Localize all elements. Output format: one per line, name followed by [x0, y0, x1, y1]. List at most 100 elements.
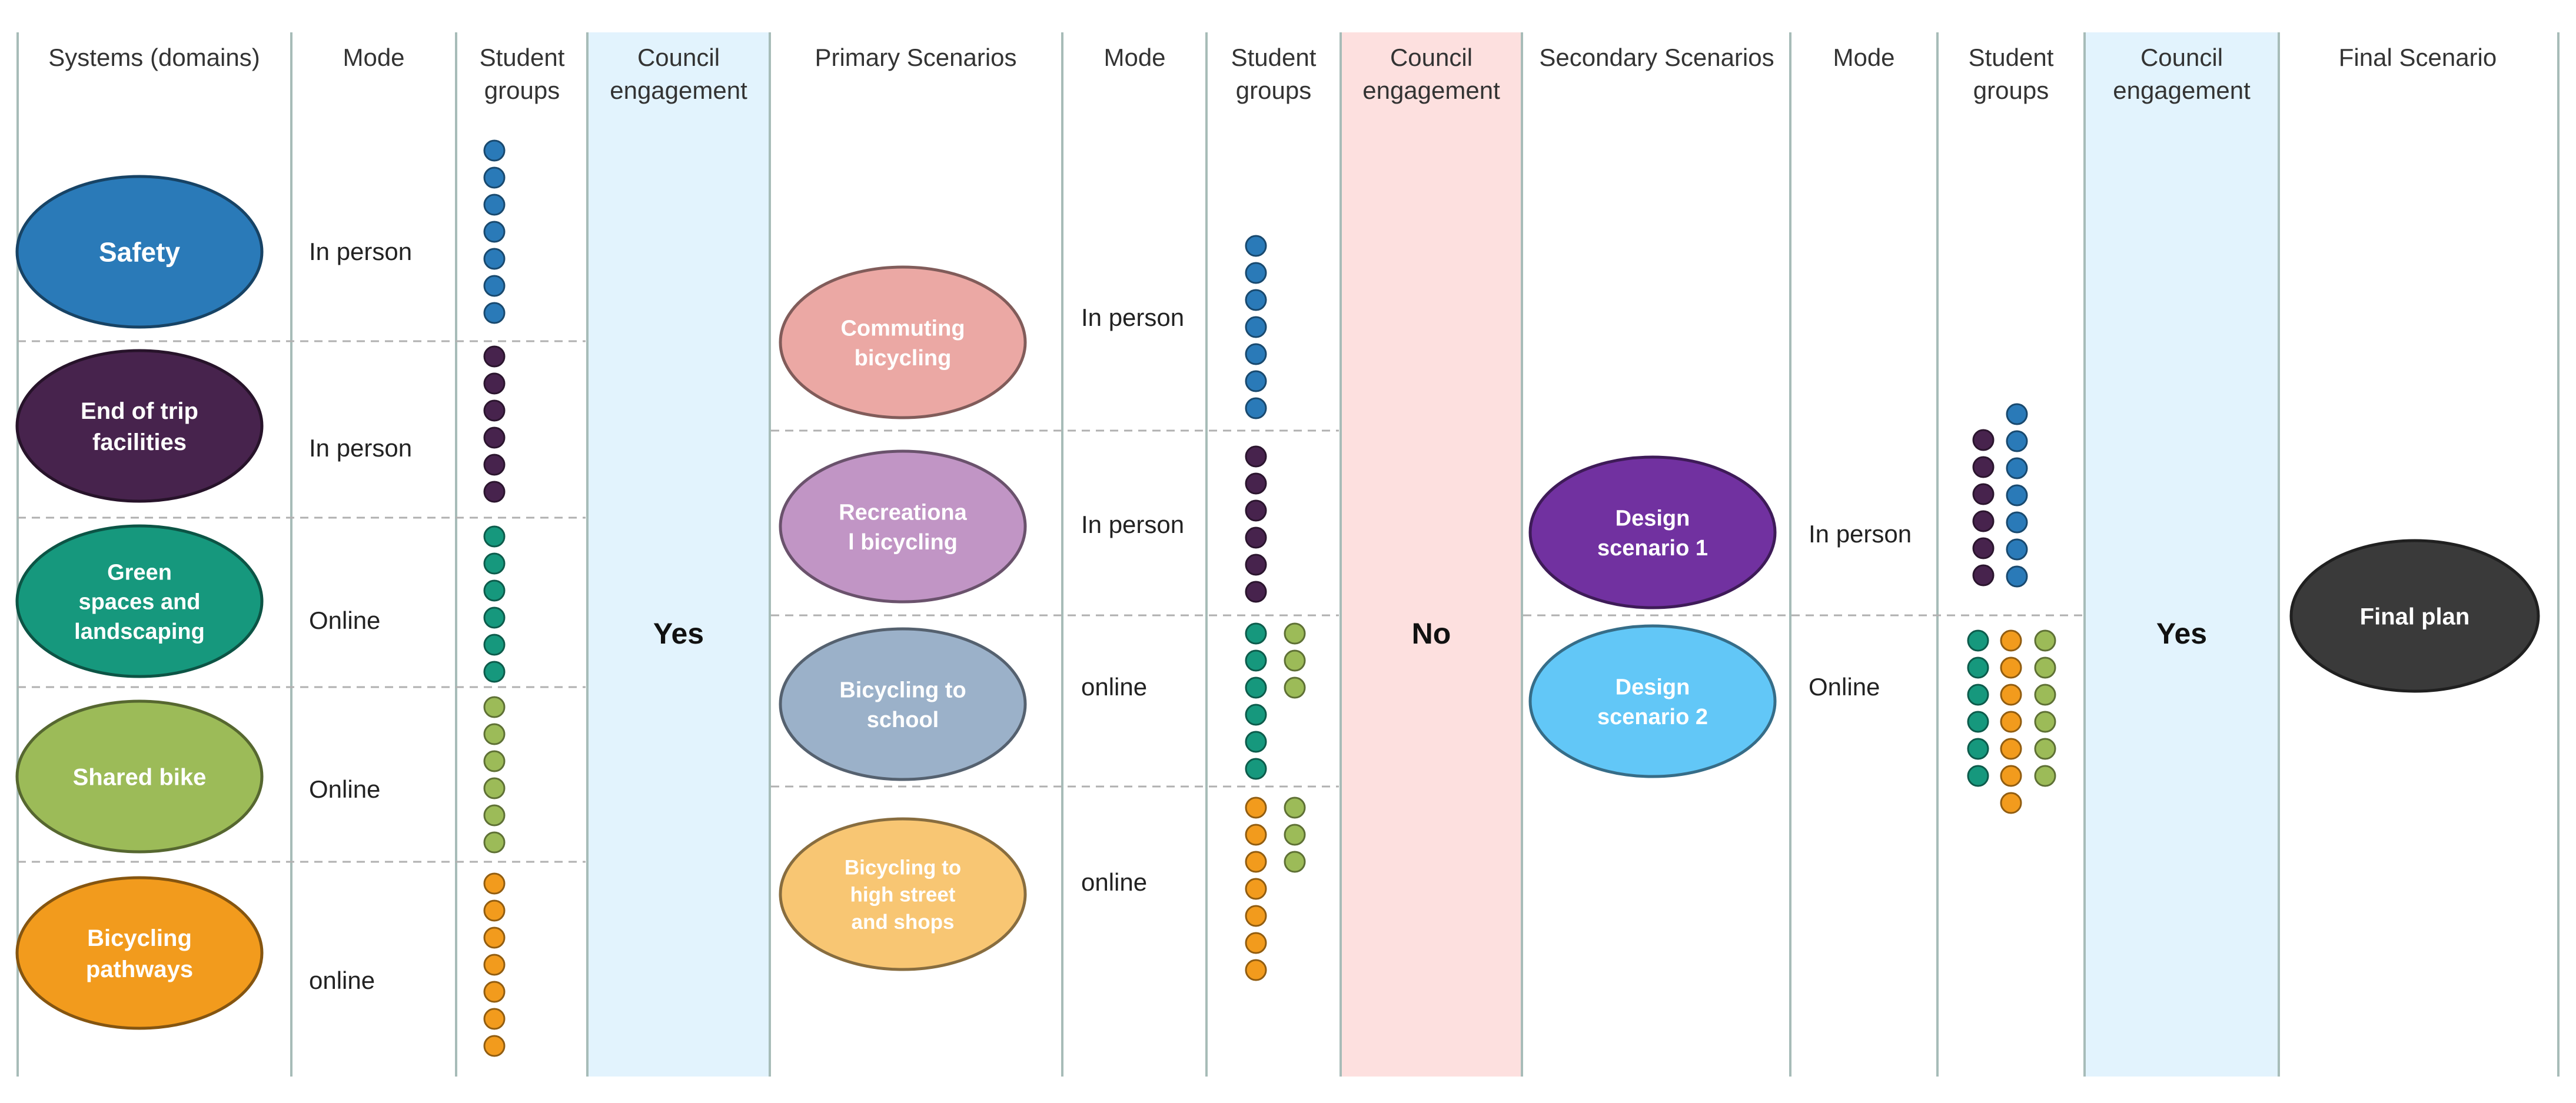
primary-scenario-4: Bicycling to high street and shops	[779, 817, 1027, 971]
system-node-4-label: Shared bike	[73, 764, 207, 790]
student-group-dot	[2034, 765, 2056, 787]
header-systems: Systems (domains)	[48, 44, 260, 71]
student-group-dot	[2000, 711, 2022, 733]
final-plan-node-shape	[2289, 539, 2540, 693]
student-group-dot	[2006, 565, 2028, 588]
student-group-dot	[1245, 905, 1267, 927]
primary-groups-3-2	[1284, 622, 1306, 699]
primary-scenario-1-shape	[779, 265, 1027, 419]
student-group-dot	[1284, 649, 1306, 672]
student-group-dot	[2034, 629, 2056, 652]
system-node-3-shape	[15, 524, 264, 678]
header-groups-1-line2: groups	[484, 76, 560, 104]
primary-scenario-4-label: and shops	[851, 911, 954, 934]
student-group-dot	[1284, 797, 1306, 819]
student-group-dot	[483, 696, 506, 718]
student-group-dot	[1284, 851, 1306, 873]
student-group-dot	[483, 607, 506, 629]
primary-scenario-1-label: Commuting	[840, 316, 965, 341]
secondary-scenario-2-shape	[1528, 624, 1777, 778]
student-group-dot	[1245, 824, 1267, 846]
primary-scenario-3-shape	[779, 627, 1027, 781]
student-group-dot	[1245, 878, 1267, 900]
student-group-dot	[483, 399, 506, 422]
student-group-dot	[483, 426, 506, 449]
primary-groups-2-1	[1245, 445, 1267, 603]
system-node-4-shape	[15, 699, 264, 854]
system-mode-2: In person	[309, 434, 412, 462]
council-value-1: Yes	[653, 617, 704, 650]
student-group-dot	[483, 981, 506, 1003]
system-mode-1: In person	[309, 238, 412, 265]
council-value-2: No	[1412, 617, 1451, 650]
student-group-dot	[483, 927, 506, 949]
student-group-dot	[2000, 738, 2022, 760]
student-group-dot	[483, 750, 506, 772]
council-column-1-background	[587, 32, 770, 1077]
student-group-dot	[2000, 657, 2022, 679]
student-group-dot	[483, 552, 506, 575]
header-council-1-line1: Council	[637, 44, 720, 71]
system-mode-4: Online	[309, 775, 380, 803]
student-group-dot	[483, 221, 506, 243]
student-group-dot	[483, 899, 506, 922]
student-group-dot	[1245, 622, 1267, 645]
student-group-dot	[483, 634, 506, 656]
header-final: Final Scenario	[2339, 44, 2497, 71]
student-group-dot	[1284, 622, 1306, 645]
student-group-dot	[1245, 262, 1267, 284]
final-plan-node-label: Final plan	[2360, 604, 2470, 629]
student-group-dot	[483, 372, 506, 395]
student-group-dot	[483, 345, 506, 368]
system-node-5-shape	[15, 876, 264, 1030]
student-group-dot	[483, 454, 506, 476]
student-group-dot	[1967, 765, 1989, 787]
student-group-dot	[1245, 758, 1267, 780]
student-group-dot	[1245, 581, 1267, 603]
primary-scenario-2-label: l bicycling	[848, 530, 958, 555]
secondary-scenario-2-label: Design	[1616, 675, 1690, 700]
student-group-dot	[483, 661, 506, 683]
student-group-dot	[1245, 499, 1267, 522]
student-group-dot	[1967, 684, 1989, 706]
header-groups-1-line1: Student	[480, 44, 565, 71]
system-node-3-label: spaces and	[79, 590, 201, 615]
student-group-dot	[483, 831, 506, 854]
system-node-4: Shared bike	[15, 699, 264, 854]
student-group-dot	[2000, 684, 2022, 706]
primary-scenario-4-label: Bicycling to	[845, 856, 961, 879]
primary-scenario-4-label: high street	[850, 884, 956, 907]
primary-mode-2: In person	[1081, 511, 1184, 538]
student-group-dot	[483, 1008, 506, 1030]
primary-groups-4-2	[1284, 797, 1306, 873]
system-node-3-label: Green	[107, 561, 172, 585]
primary-scenario-3-label: school	[867, 708, 939, 732]
student-group-dot	[1245, 731, 1267, 753]
student-group-dot	[1967, 629, 1989, 652]
student-group-dot	[1245, 649, 1267, 672]
student-group-dot	[1245, 677, 1267, 699]
system-groups-1	[483, 139, 506, 324]
student-group-dot	[1972, 429, 1995, 451]
primary-scenario-4-shape	[779, 817, 1027, 971]
student-group-dot	[2000, 629, 2022, 652]
system-groups-2	[483, 345, 506, 503]
system-node-3-label: landscaping	[74, 619, 205, 644]
student-group-dot	[1967, 738, 1989, 760]
student-group-dot	[483, 194, 506, 216]
student-group-dot	[1972, 483, 1995, 505]
student-group-dot	[483, 481, 506, 503]
system-node-1-shape	[15, 175, 264, 329]
primary-groups-4-1	[1245, 797, 1267, 981]
student-group-dot	[483, 302, 506, 324]
header-groups-3-line1: Student	[1969, 44, 2054, 71]
student-group-dot	[483, 777, 506, 799]
student-group-dot	[1284, 824, 1306, 846]
council-values: Yes No Yes	[653, 617, 2207, 650]
student-group-dot	[483, 525, 506, 548]
primary-mode-3: online	[1081, 673, 1147, 701]
